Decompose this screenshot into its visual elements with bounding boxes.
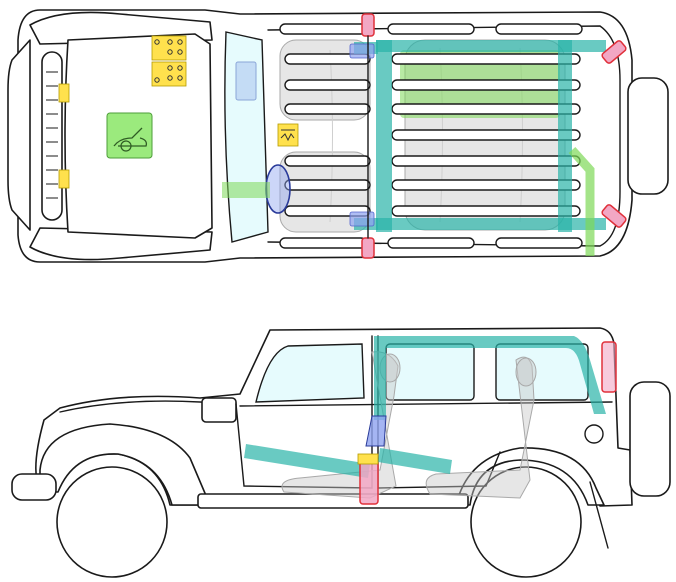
- side-knee-airbag: [365, 415, 387, 447]
- top-view: [7, 9, 669, 263]
- top-knee-airbag-upper: [349, 43, 375, 59]
- side-front-door: [235, 335, 373, 489]
- top-steering-column: [222, 182, 270, 198]
- side-rear-window: [495, 343, 589, 401]
- side-mirror: [201, 397, 237, 423]
- side-front-window: [255, 343, 365, 403]
- top-door-slots: [279, 23, 583, 249]
- side-belt-line: [239, 401, 613, 407]
- top-spare-tire: [627, 77, 669, 195]
- top-bpillar-sensor-bottom: [361, 237, 375, 259]
- top-side-airbag-tube: [568, 146, 595, 256]
- engine-hood-icon: [106, 112, 153, 159]
- top-rear-sensor-bottom: [601, 204, 627, 228]
- top-grille-slots: [46, 71, 58, 199]
- side-rear-fender: [455, 447, 605, 506]
- top-knee-airbag-lower: [349, 211, 375, 227]
- top-front-bumper: [7, 39, 31, 231]
- top-bpillar-sensor-top: [361, 13, 375, 37]
- side-view: [11, 327, 671, 578]
- inflator-label-icon: [277, 123, 299, 147]
- top-front-tag-lower: [58, 169, 70, 189]
- side-front-side-airbag: [244, 444, 370, 478]
- hinge-tag-icon: [151, 35, 187, 87]
- side-fuel-cap: [584, 424, 604, 444]
- side-front-fender: [39, 423, 211, 506]
- side-inflator-tag: [357, 453, 379, 465]
- side-bpillar-sensor: [359, 459, 379, 505]
- side-step-rail: [197, 493, 469, 509]
- side-rear-strut: [589, 481, 609, 549]
- top-roof-slats: [284, 53, 581, 217]
- side-spare-tire: [629, 381, 671, 497]
- top-cabin: [267, 25, 621, 247]
- side-front-bumper: [11, 473, 57, 501]
- side-rear-wheel: [470, 466, 582, 578]
- side-cpillar-sensor: [601, 341, 617, 393]
- top-grille: [41, 51, 63, 221]
- top-mirror-display: [235, 61, 257, 101]
- side-rear-side-airbag: [378, 448, 452, 474]
- side-curtain-airbag: [374, 336, 606, 420]
- top-rear-sensor-top: [601, 40, 627, 64]
- side-front-wheel: [56, 466, 168, 578]
- side-hood: [59, 400, 237, 413]
- top-front-tag-upper: [58, 83, 70, 103]
